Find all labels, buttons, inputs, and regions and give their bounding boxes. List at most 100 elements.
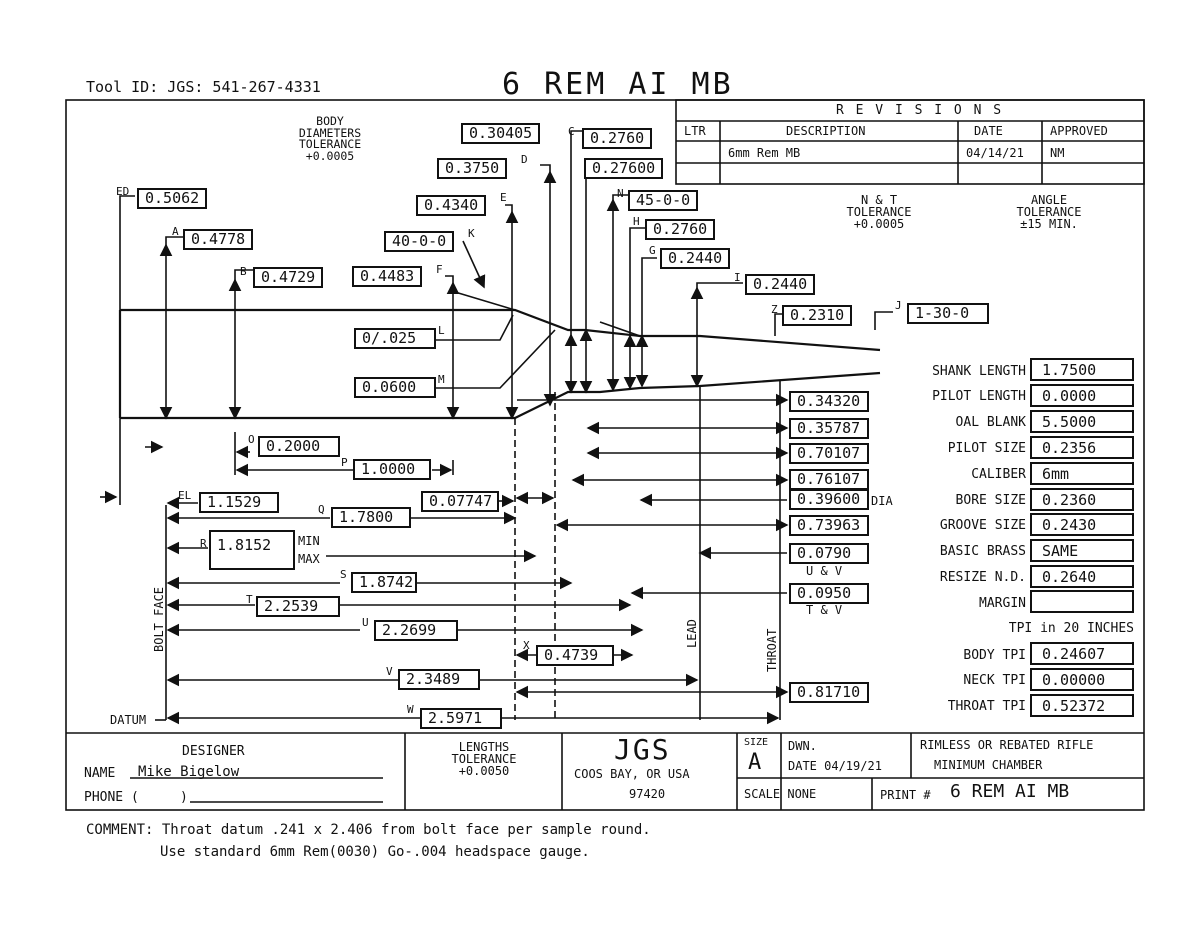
name-label: NAME — [84, 766, 116, 781]
spec-label-shank-length: SHANK LENGTH — [932, 364, 1026, 379]
spec-value-oal-blank: 5.5000 — [1030, 410, 1134, 433]
dim-letter-x: X — [523, 639, 530, 652]
dim-letter-d: D — [521, 153, 528, 166]
body-tol-line1: BODY — [316, 114, 344, 128]
dim-f: 0.4483 — [352, 266, 423, 287]
right-dim-2: 0.35787 — [789, 418, 869, 439]
dim-letter-g: G — [649, 244, 656, 257]
designer-label: DESIGNER — [182, 744, 245, 759]
dim-a: 0.4778 — [183, 229, 254, 250]
dim-g: 0.2440 — [660, 248, 731, 269]
rev-row1-description: 6mm Rem MB — [728, 146, 801, 160]
dim-ed: 0.5062 — [137, 188, 208, 209]
right-dim-9: 0.81710 — [789, 682, 869, 703]
phone-label: PHONE ( — [84, 790, 139, 805]
dim-e: 0.4340 — [416, 195, 487, 216]
bolt-face-label: BOLT FACE — [152, 586, 166, 652]
drawing-desc-1: RIMLESS OR REBATED RIFLE — [920, 738, 1094, 752]
dim-c-top: 0.30405 — [461, 123, 541, 144]
dim-letter-a: A — [172, 225, 179, 238]
dim-h: 0.2760 — [645, 219, 716, 240]
angle-tolerance-note: ANGLE TOLERANCE ±15 MIN. — [1006, 194, 1092, 230]
dim-letter-u: U — [362, 616, 369, 629]
dim-letter-p: P — [341, 456, 348, 469]
lengths-tolerance-note: LENGTHS TOLERANCE +0.0050 — [436, 741, 532, 777]
tpi-value-body: 0.24607 — [1030, 642, 1134, 665]
dim-letter-c: C — [568, 125, 575, 138]
tv-label: T & V — [806, 603, 843, 617]
nt-tol-line2: TOLERANCE — [846, 205, 912, 219]
rev-col-date: DATE — [974, 124, 1003, 138]
len-tol-line3: +0.0050 — [458, 764, 510, 778]
drawing-title: 6 REM AI MB — [502, 67, 734, 102]
dim-letter-b: B — [240, 265, 247, 278]
dim-letter-i: I — [734, 271, 741, 284]
angle-tol-line1: ANGLE — [1030, 193, 1068, 207]
spec-value-margin — [1030, 590, 1134, 613]
print-label: PRINT # — [880, 788, 931, 802]
angle-tol-line2: TOLERANCE — [1016, 205, 1082, 219]
dim-x: 0.4739 — [536, 645, 614, 666]
dim-i: 0.2440 — [745, 274, 816, 295]
dim-letter-o: O — [248, 433, 255, 446]
r-min-label: MIN — [298, 534, 320, 548]
drawing-date: DATE 04/19/21 — [788, 759, 882, 773]
dim-letter-k: K — [468, 227, 475, 240]
dim-l: 0/.025 — [354, 328, 436, 349]
rev-row1-approved: NM — [1050, 146, 1065, 160]
dim-letter-el: EL — [178, 489, 192, 502]
spec-value-basic-brass: SAME — [1030, 539, 1134, 562]
len-tol-line1: LENGTHS — [458, 740, 510, 754]
tpi-label-throat: THROAT TPI — [947, 699, 1026, 714]
spec-value-pilot-length: 0.0000 — [1030, 384, 1134, 407]
dim-r: 1.8152 — [209, 530, 295, 570]
size-value: A — [748, 750, 762, 775]
dim-letter-q: Q — [318, 503, 325, 516]
designer-name: Mike Bigelow — [138, 764, 240, 780]
dim-letter-h: H — [633, 215, 640, 228]
body-tol-line4: +0.0005 — [305, 148, 355, 163]
dim-p: 1.0000 — [353, 459, 431, 480]
uv-label: U & V — [806, 564, 843, 578]
dim-v: 2.3489 — [398, 669, 480, 690]
spec-label-pilot-size: PILOT SIZE — [947, 441, 1026, 456]
dim-letter-f: F — [436, 263, 443, 276]
dim-d: 0.3750 — [437, 158, 508, 179]
dim-m: 0.0600 — [354, 377, 436, 398]
dim-letter-s: S — [340, 568, 347, 581]
spec-label-resize-nd: RESIZE N.D. — [939, 570, 1026, 585]
len-tol-line2: TOLERANCE — [451, 752, 517, 766]
rev-col-ltr: LTR — [684, 124, 706, 138]
dim-letter-v: V — [386, 665, 393, 678]
rev-col-description: DESCRIPTION — [786, 124, 866, 138]
dim-letter-n: N — [617, 187, 624, 200]
spec-value-groove-size: 0.2430 — [1030, 513, 1134, 536]
dim-el: 1.1529 — [199, 492, 279, 513]
right-dim-5: 0.39600 — [789, 489, 869, 510]
angle-tol-line3: ±15 MIN. — [1020, 217, 1078, 231]
dim-z: 0.2310 — [782, 305, 853, 326]
dim-q: 1.7800 — [331, 507, 411, 528]
tool-id: Tool ID: JGS: 541-267-4331 — [86, 78, 321, 96]
drawing-frame — [65, 99, 1145, 811]
dim-letter-r: R — [200, 537, 207, 550]
dim-n: 45-0-0 — [628, 190, 699, 211]
company-city: COOS BAY, OR USA — [574, 767, 690, 781]
rev-col-approved: APPROVED — [1050, 124, 1108, 138]
right-dim-8: 0.0950 — [789, 583, 869, 604]
tpi-value-throat: 0.52372 — [1030, 694, 1134, 717]
throat-label: THROAT — [765, 628, 779, 672]
dim-b: 0.4729 — [253, 267, 324, 288]
spec-value-pilot-size: 0.2356 — [1030, 436, 1134, 459]
spec-label-basic-brass: BASIC BRASS — [939, 544, 1026, 559]
dim-d2: 0.27600 — [584, 158, 664, 179]
nt-tol-line1: N & T — [860, 193, 898, 207]
dim-letter-l: L — [438, 324, 445, 337]
dim-letter-z: Z — [771, 303, 778, 316]
dim-s: 1.8742 — [351, 572, 417, 593]
dim-c: 0.2760 — [582, 128, 653, 149]
comment-line-1: COMMENT: Throat datum .241 x 2.406 from … — [86, 822, 651, 838]
company-zip: 97420 — [629, 787, 666, 801]
datum-label: DATUM — [110, 713, 147, 727]
spec-value-shank-length: 1.7500 — [1030, 358, 1134, 381]
